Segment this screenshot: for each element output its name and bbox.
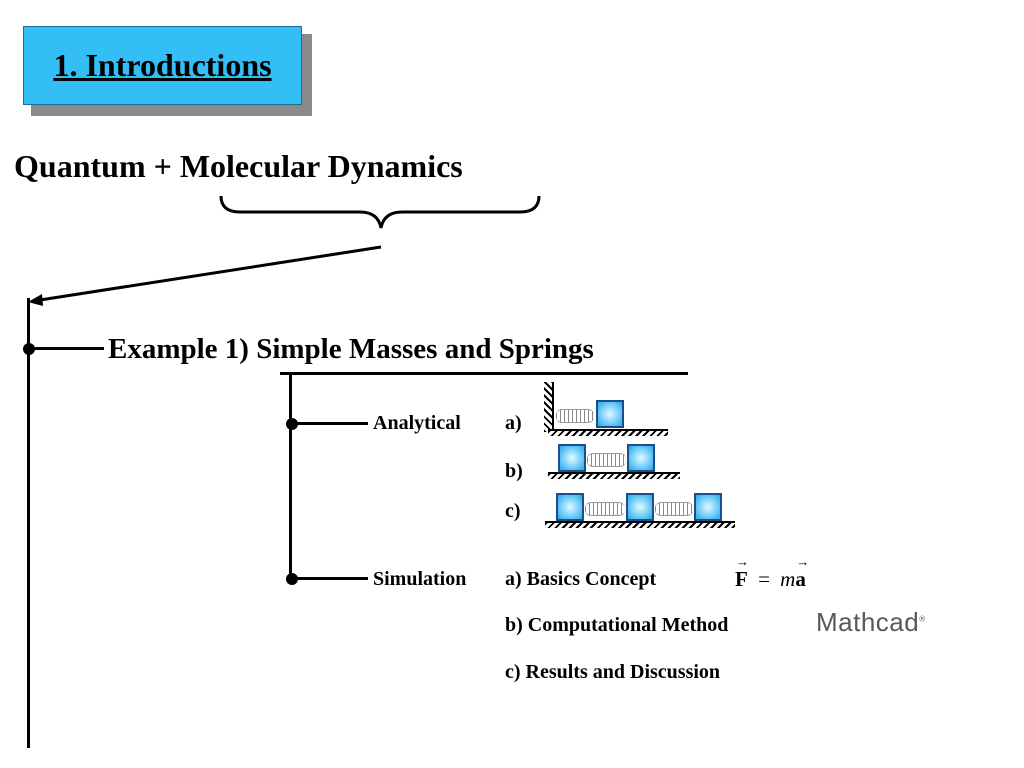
example-underline [280,372,688,375]
ground-icon [545,521,735,528]
ground-icon [548,429,668,436]
arrow-line [39,245,382,302]
example-title: Example 1) Simple Masses and Springs [108,333,594,365]
newton-formula: F = ma [735,554,809,592]
spring-icon [556,409,594,423]
formula-equals: = [758,567,770,591]
mass-icon [694,493,722,521]
analytical-item-b: b) [505,460,523,482]
mathcad-logo-text: Mathcad [816,607,920,637]
sub-tree-line [289,374,292,581]
registered-mark: ® [919,614,926,624]
formula-acceleration: a [795,554,808,592]
wall-icon [544,382,554,432]
slide-title: 1. Introductions [53,47,272,83]
simulation-label: Simulation [373,568,467,590]
simulation-item-c: c) Results and Discussion [505,661,721,683]
ground-icon [548,472,680,479]
arrow-icon [28,294,43,306]
mass-icon [596,400,624,428]
main-tree-line [27,298,30,748]
mass-icon [556,493,584,521]
analytical-label: Analytical [373,412,461,434]
spring-icon [587,453,626,467]
mass-icon [626,493,654,521]
spring-icon [655,502,693,516]
analytical-item-c: c) [505,500,521,522]
example-bullet [23,343,35,355]
example-connector [30,347,104,350]
main-heading: Quantum + Molecular Dynamics [14,148,463,184]
brace-icon [219,195,541,229]
simulation-item-a: a) Basics Concept [505,568,657,590]
mass-icon [627,444,655,472]
formula-force: F [735,554,749,592]
simulation-connector [292,577,368,580]
spring-icon [585,502,625,516]
formula-mass: m [780,567,796,591]
simulation-item-b: b) Computational Method [505,614,729,636]
analytical-item-a: a) [505,412,522,434]
title-box: 1. Introductions [23,26,302,105]
mathcad-logo: Mathcad® [816,607,926,638]
mass-icon [558,444,586,472]
analytical-connector [292,422,368,425]
